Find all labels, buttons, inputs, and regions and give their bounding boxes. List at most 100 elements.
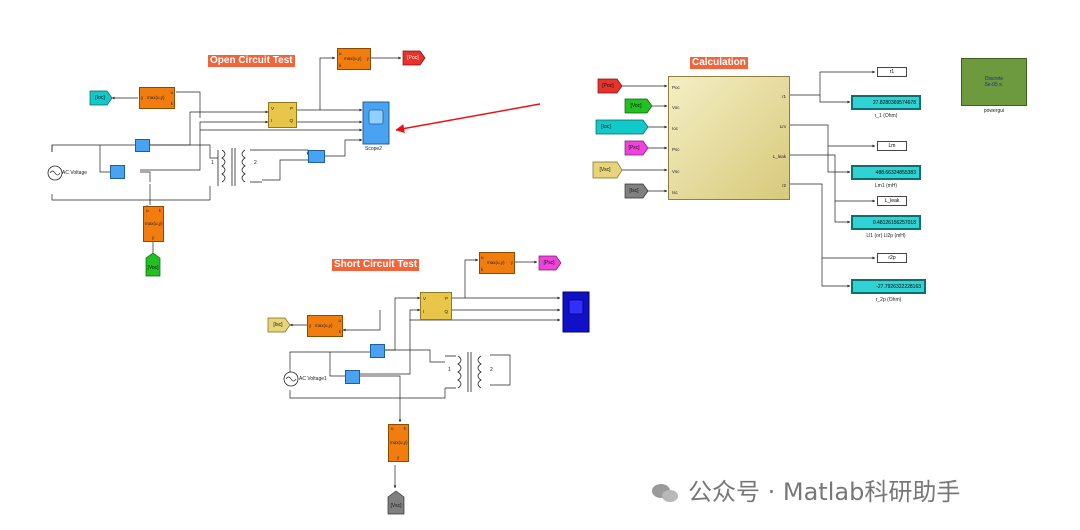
display-lleak-caption: Ll1 (or) Ll2p (mH) bbox=[866, 233, 906, 239]
calc-input-ioc: Ioc bbox=[672, 126, 679, 131]
powergui-mode: Discrete bbox=[984, 76, 1004, 82]
display-lm[interactable]: 488.66324855383 bbox=[851, 165, 921, 180]
display-r1-caption: r_1 (Ohm) bbox=[874, 113, 898, 119]
wechat-icon bbox=[652, 482, 682, 504]
goto-poc-shape[interactable] bbox=[402, 50, 426, 66]
goto-psc-label: [Psc] bbox=[543, 260, 555, 266]
max-block-text: max(u,y) bbox=[315, 323, 333, 328]
goto-voc-label: [Voc] bbox=[147, 265, 159, 271]
winding-1-label: 1 bbox=[211, 160, 214, 166]
max-block-text: max(u,y) bbox=[487, 260, 505, 265]
pq-meter-open[interactable]: V I P Q bbox=[268, 102, 297, 128]
calc-output-lleak: L_leak bbox=[772, 154, 786, 159]
pq-meter-short[interactable]: V I P Q bbox=[420, 292, 452, 320]
max-block-ioc[interactable]: y max(u,y) u k bbox=[139, 87, 175, 109]
max-block-text: max(u,y) bbox=[147, 95, 165, 100]
from-poc-label: [Poc] bbox=[602, 83, 614, 89]
goto-ioc-shape[interactable] bbox=[89, 90, 113, 106]
port-u-label: u bbox=[391, 426, 394, 431]
goto-vsc-label: [Vsc] bbox=[390, 503, 402, 509]
max-block-vsc[interactable]: u k max(u,y) y bbox=[388, 424, 409, 462]
scope-short-block[interactable] bbox=[562, 291, 590, 333]
calc-input-poc: Poc bbox=[672, 85, 680, 90]
from-vsc-label: [Vsc] bbox=[599, 167, 611, 173]
watermark: 公众号 · Matlab科研助手 bbox=[652, 472, 960, 507]
ac-voltage-label: AC Voltage bbox=[62, 170, 88, 176]
port-y-label: y bbox=[366, 56, 369, 61]
max-block-poc[interactable]: u max(u,y) y k bbox=[337, 48, 371, 70]
powergui-block[interactable]: Discrete 5e-05 s. bbox=[961, 58, 1027, 106]
calculation-subsystem[interactable]: Poc Voc Ioc Psc Vsc Isc r1 Lm L_leak r2 bbox=[668, 76, 790, 200]
calculation-heading: Calculation bbox=[690, 57, 748, 69]
current-meter-short[interactable] bbox=[370, 344, 385, 358]
goto-ioc-label: [Ioc] bbox=[95, 95, 105, 101]
goto-vsc-shape[interactable] bbox=[387, 490, 405, 515]
goto-lleak[interactable]: L_leak bbox=[877, 196, 907, 206]
port-y-label: y bbox=[397, 455, 400, 460]
scope2-block[interactable] bbox=[362, 101, 390, 145]
scope2-label: Scope2 bbox=[365, 146, 382, 152]
port-k-label: k bbox=[403, 426, 406, 431]
calc-output-lm: Lm bbox=[779, 124, 786, 129]
goto-voc-shape[interactable] bbox=[145, 252, 161, 277]
from-ioc-shape[interactable] bbox=[595, 119, 649, 135]
calculation-wires bbox=[622, 70, 876, 288]
meter-port-q: Q bbox=[444, 309, 448, 314]
calc-output-r2: r2 bbox=[781, 183, 786, 188]
open-circuit-heading: Open Circuit Test bbox=[208, 55, 295, 67]
from-isc-label: [Isc] bbox=[629, 188, 639, 194]
calc-input-voc: Voc bbox=[672, 105, 680, 110]
short-circuit-wires bbox=[289, 258, 561, 489]
from-psc-shape[interactable] bbox=[624, 140, 649, 156]
from-voc-label: [Voc] bbox=[630, 103, 642, 109]
goto-lm[interactable]: Lm bbox=[877, 141, 907, 151]
port-k-label: k bbox=[170, 101, 173, 106]
voltage-meter-open-secondary[interactable] bbox=[308, 150, 325, 163]
short-circuit-heading: Short Circuit Test bbox=[332, 259, 420, 271]
port-k-label: k bbox=[339, 63, 342, 68]
from-poc-shape[interactable] bbox=[597, 78, 623, 94]
goto-r1[interactable]: r1 bbox=[877, 67, 907, 77]
open-circuit-wires bbox=[51, 56, 402, 259]
powergui-caption: powergui bbox=[983, 108, 1005, 114]
max-block-psc[interactable]: u max(u,y) y k bbox=[479, 252, 515, 274]
port-y-label: y bbox=[152, 235, 155, 240]
from-vsc-shape[interactable] bbox=[592, 161, 623, 179]
port-u-label: u bbox=[146, 208, 149, 213]
port-k-label: k bbox=[481, 267, 484, 272]
meter-port-v: V bbox=[423, 296, 427, 301]
display-lleak[interactable]: 0.48126156257018 bbox=[851, 215, 921, 230]
from-ioc-label: [Ioc] bbox=[601, 124, 611, 130]
goto-r2p[interactable]: r2p bbox=[877, 253, 907, 263]
watermark-text: 公众号 · Matlab科研助手 bbox=[688, 478, 961, 506]
port-k-label: k bbox=[158, 208, 161, 213]
max-block-voc[interactable]: u k max(u,y) y bbox=[143, 206, 164, 242]
port-u-label: u bbox=[481, 255, 484, 260]
calc-input-isc: Isc bbox=[672, 190, 678, 195]
goto-isc-shape[interactable] bbox=[267, 317, 291, 333]
voltage-meter-short[interactable] bbox=[345, 370, 360, 384]
winding-2-label: 2 bbox=[254, 160, 257, 166]
current-meter-open[interactable] bbox=[135, 139, 150, 152]
meter-port-p: P bbox=[289, 106, 293, 111]
meter-port-i: I bbox=[423, 309, 425, 314]
max-block-text: max(u,y) bbox=[344, 56, 362, 61]
voltage-meter-open[interactable] bbox=[110, 165, 125, 179]
max-block-text: max(u,y) bbox=[145, 221, 163, 226]
goto-psc-shape[interactable] bbox=[538, 255, 562, 271]
display-r2p[interactable]: -27.7926322228163 bbox=[851, 279, 926, 294]
from-isc-shape[interactable] bbox=[624, 183, 649, 199]
from-psc-label: [Psc] bbox=[628, 145, 640, 151]
port-k-label: k bbox=[338, 329, 341, 334]
goto-poc-label: [Poc] bbox=[407, 55, 419, 61]
display-r1[interactable]: 27.8280369574678 bbox=[851, 95, 921, 110]
from-voc-shape[interactable] bbox=[624, 98, 653, 114]
max-block-isc[interactable]: y max(u,y) u k bbox=[307, 315, 343, 337]
ac-voltage-source-open bbox=[47, 165, 63, 181]
meter-port-p: P bbox=[444, 296, 448, 301]
winding-1-label: 1 bbox=[448, 367, 451, 373]
display-r2p-caption: r_2p (Ohm) bbox=[875, 297, 902, 303]
port-y-label: y bbox=[510, 260, 513, 265]
goto-isc-label: [Isc] bbox=[273, 322, 283, 328]
